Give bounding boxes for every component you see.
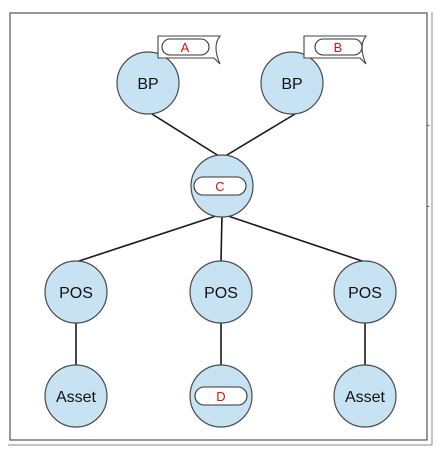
node-bp-left-circle xyxy=(116,51,180,115)
node-pos-right-label: POS xyxy=(348,285,382,302)
node-asset-left-label: Asset xyxy=(56,389,97,406)
edge-mark-lower: - xyxy=(427,201,430,211)
diagram-frame xyxy=(9,12,428,441)
node-pos-center-label: POS xyxy=(204,285,238,302)
node-bp-left-label: BP xyxy=(137,76,158,93)
node-pos-right-circle xyxy=(333,260,397,324)
node-bp-right[interactable]: BP xyxy=(260,51,324,115)
edge-hub-to-pos-left xyxy=(75,213,223,263)
flag-a-label: A xyxy=(181,40,190,55)
edge-mark-upper: - xyxy=(427,120,430,130)
node-asset-center-label: D xyxy=(216,389,225,404)
edge-bp-left-to-hub xyxy=(151,113,223,159)
node-asset-right-circle xyxy=(333,364,397,428)
flag-b: B xyxy=(303,35,368,65)
node-pos-center-circle xyxy=(189,260,253,324)
flag-b-pill xyxy=(314,38,363,56)
node-asset-right[interactable]: Asset xyxy=(333,364,397,428)
node-pos-center[interactable]: POS xyxy=(189,260,253,324)
node-hub-label: C xyxy=(215,179,224,194)
node-asset-left[interactable]: Asset xyxy=(44,364,108,428)
node-bp-right-label: BP xyxy=(281,76,302,93)
flag-a: A xyxy=(157,35,222,65)
node-hub[interactable]: C xyxy=(190,154,254,218)
node-asset-center-pill xyxy=(194,386,248,406)
edge-bp-right-to-hub xyxy=(221,113,296,159)
flag-b-label: B xyxy=(334,40,343,55)
node-pos-right[interactable]: POS xyxy=(333,260,397,324)
edge-hub-to-pos-center xyxy=(220,213,223,263)
node-pos-left[interactable]: POS xyxy=(44,260,108,324)
node-bp-left[interactable]: BP xyxy=(116,51,180,115)
flag-a-pill xyxy=(161,38,210,56)
node-asset-center[interactable]: D xyxy=(189,364,253,428)
node-pos-left-label: POS xyxy=(59,285,93,302)
node-hub-pill xyxy=(193,176,247,196)
node-asset-right-label: Asset xyxy=(345,389,386,406)
node-pos-left-circle xyxy=(44,260,108,324)
edge-hub-to-pos-right xyxy=(221,213,366,263)
node-asset-left-circle xyxy=(44,364,108,428)
node-bp-right-circle xyxy=(260,51,324,115)
